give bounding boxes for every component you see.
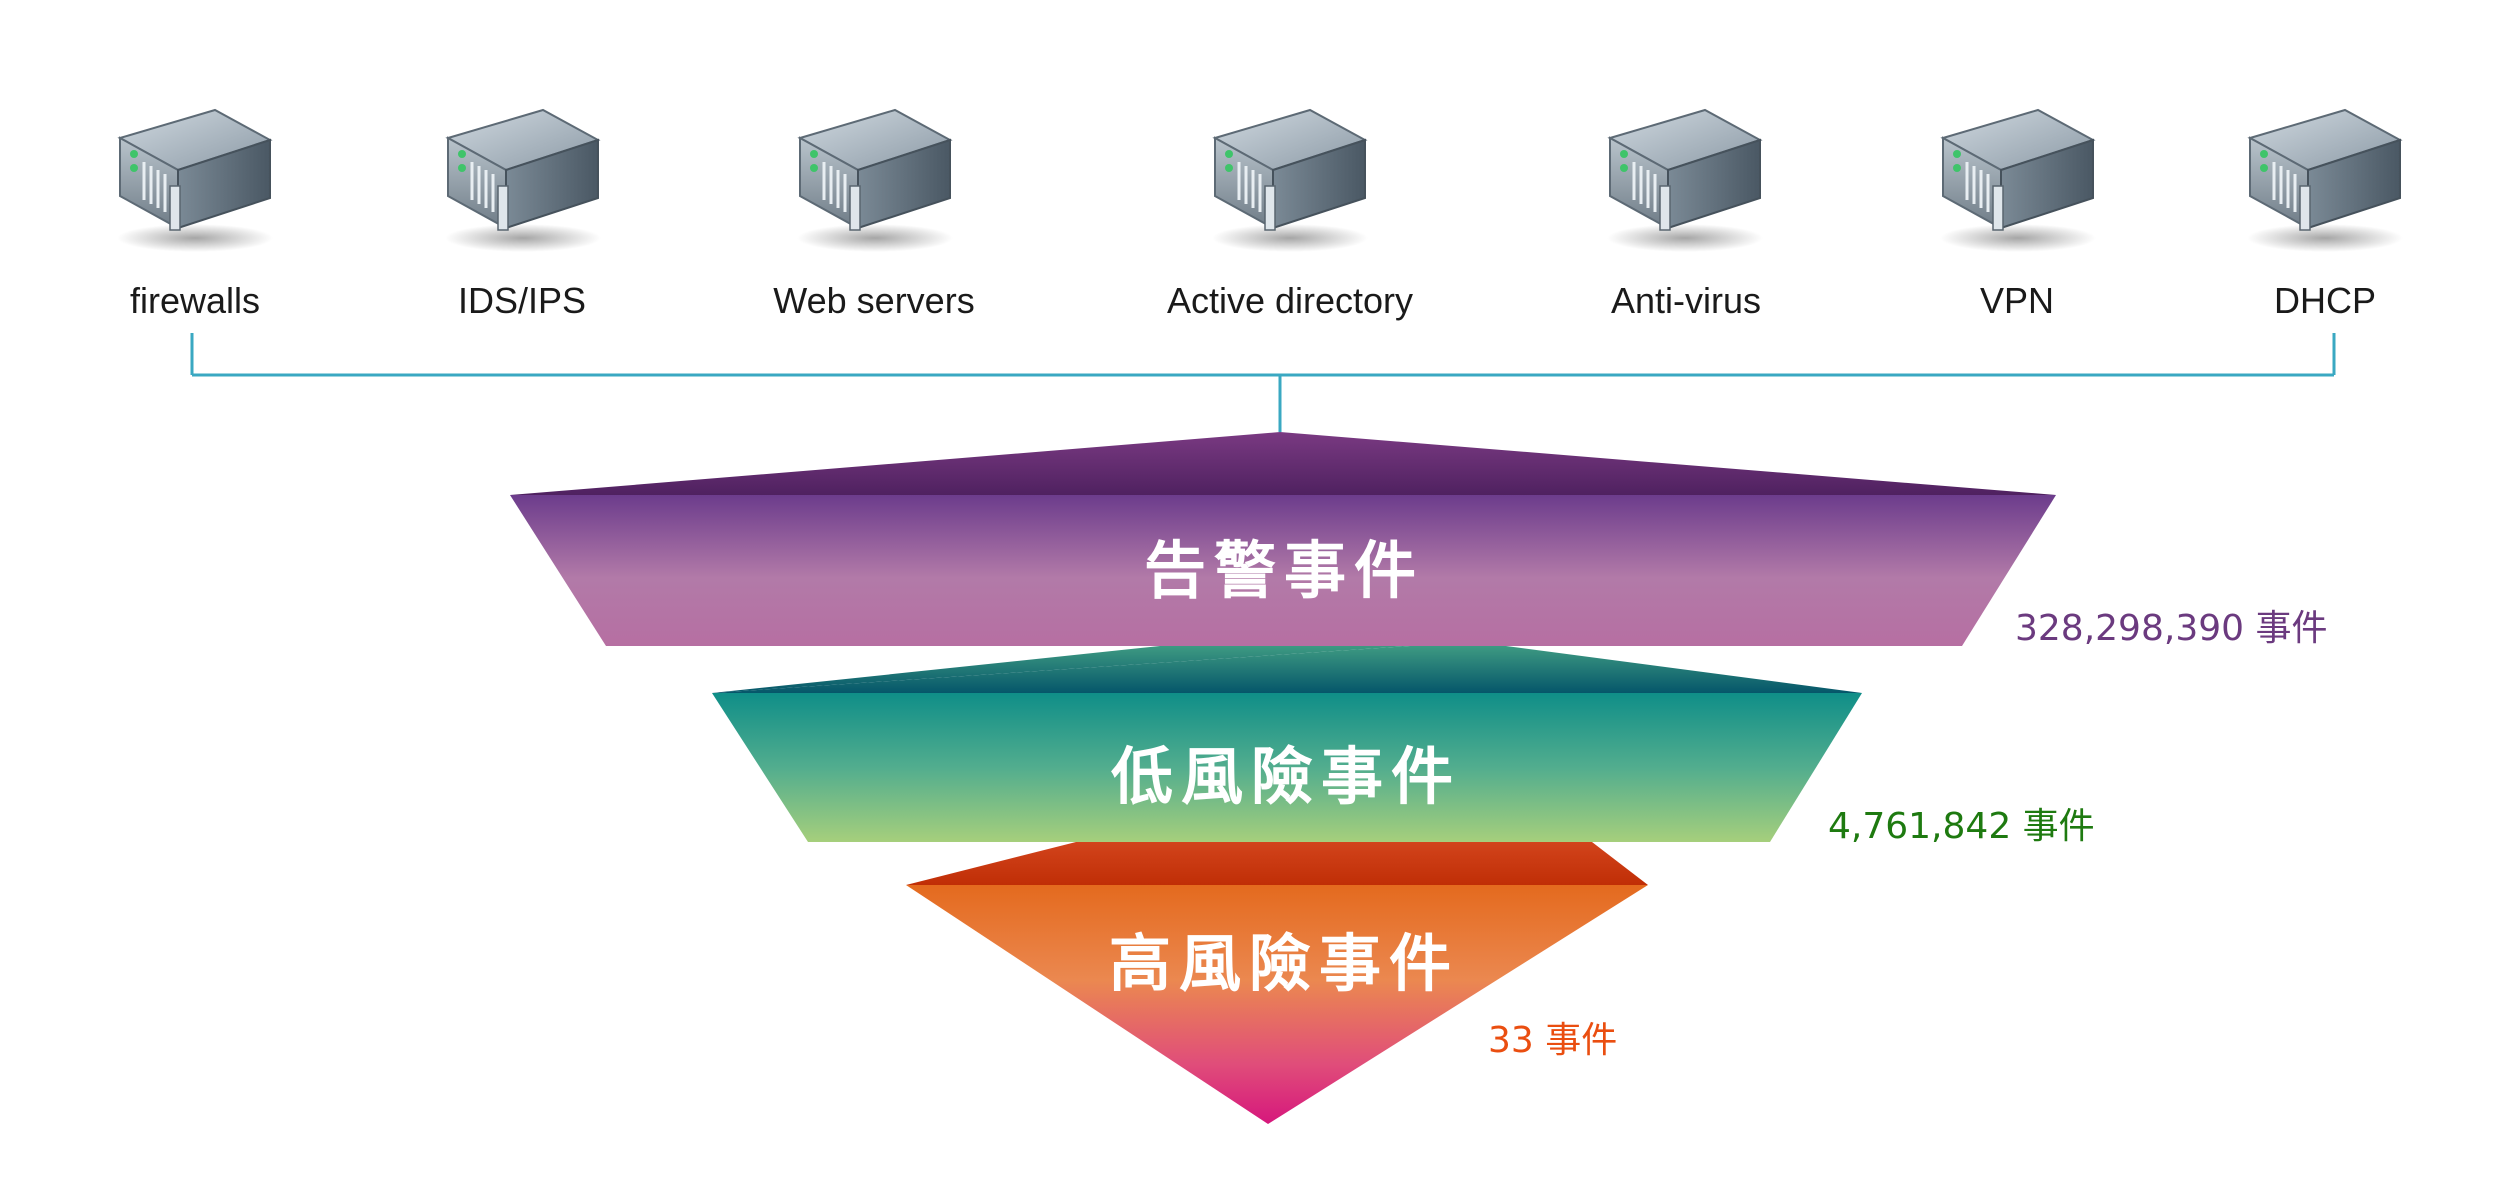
source-firewalls: firewalls — [115, 108, 275, 321]
source-label: VPN — [1980, 280, 2054, 321]
tier-label: 告警事件 — [1144, 534, 1424, 607]
tier-label: 高風險事件 — [1109, 927, 1459, 1000]
server-icon — [1210, 108, 1370, 254]
tier-count: 328,298,390 事件 — [2015, 608, 2327, 649]
server-icon — [443, 108, 603, 254]
server-icon — [795, 108, 955, 254]
tier-top-face — [712, 646, 1862, 693]
funnel-tier-alert-events: 告警事件 328,298,390 事件 — [510, 432, 2327, 649]
source-label: Anti-virus — [1611, 280, 1761, 321]
source-anti-virus: Anti-virus — [1605, 108, 1765, 321]
source-web-servers: Web servers — [773, 108, 975, 321]
tier-count: 33 事件 — [1488, 1020, 1617, 1061]
source-label: firewalls — [130, 280, 260, 321]
tier-top-face-left — [712, 646, 1410, 693]
tier-top-face — [906, 842, 1648, 885]
server-icon — [1605, 108, 1765, 254]
source-label: Active directory — [1167, 280, 1413, 321]
funnel-tier-high-risk-events: 高風險事件 33 事件 — [906, 842, 1648, 1124]
source-devices: firewalls IDS/IPS Web servers Active dir… — [115, 108, 2405, 321]
server-icon — [2245, 108, 2405, 254]
tier-body — [712, 693, 1862, 842]
source-active-directory: Active directory — [1167, 108, 1413, 321]
source-label: IDS/IPS — [458, 280, 586, 321]
tier-body — [510, 495, 2056, 646]
tier-body — [906, 885, 1648, 1124]
source-dhcp: DHCP — [2245, 108, 2405, 321]
source-ids-ips: IDS/IPS — [443, 108, 603, 321]
source-vpn: VPN — [1938, 108, 2098, 321]
server-icon — [115, 108, 275, 254]
source-label: DHCP — [2274, 280, 2376, 321]
connector-lines — [190, 333, 2336, 432]
server-icon — [1938, 108, 2098, 254]
tier-label: 低風險事件 — [1111, 740, 1461, 813]
source-label: Web servers — [773, 280, 974, 321]
tier-count: 4,761,842 事件 — [1828, 806, 2095, 847]
funnel-tier-low-risk-events: 低風險事件 4,761,842 事件 — [712, 646, 2095, 847]
tier-top-face — [510, 432, 2056, 495]
